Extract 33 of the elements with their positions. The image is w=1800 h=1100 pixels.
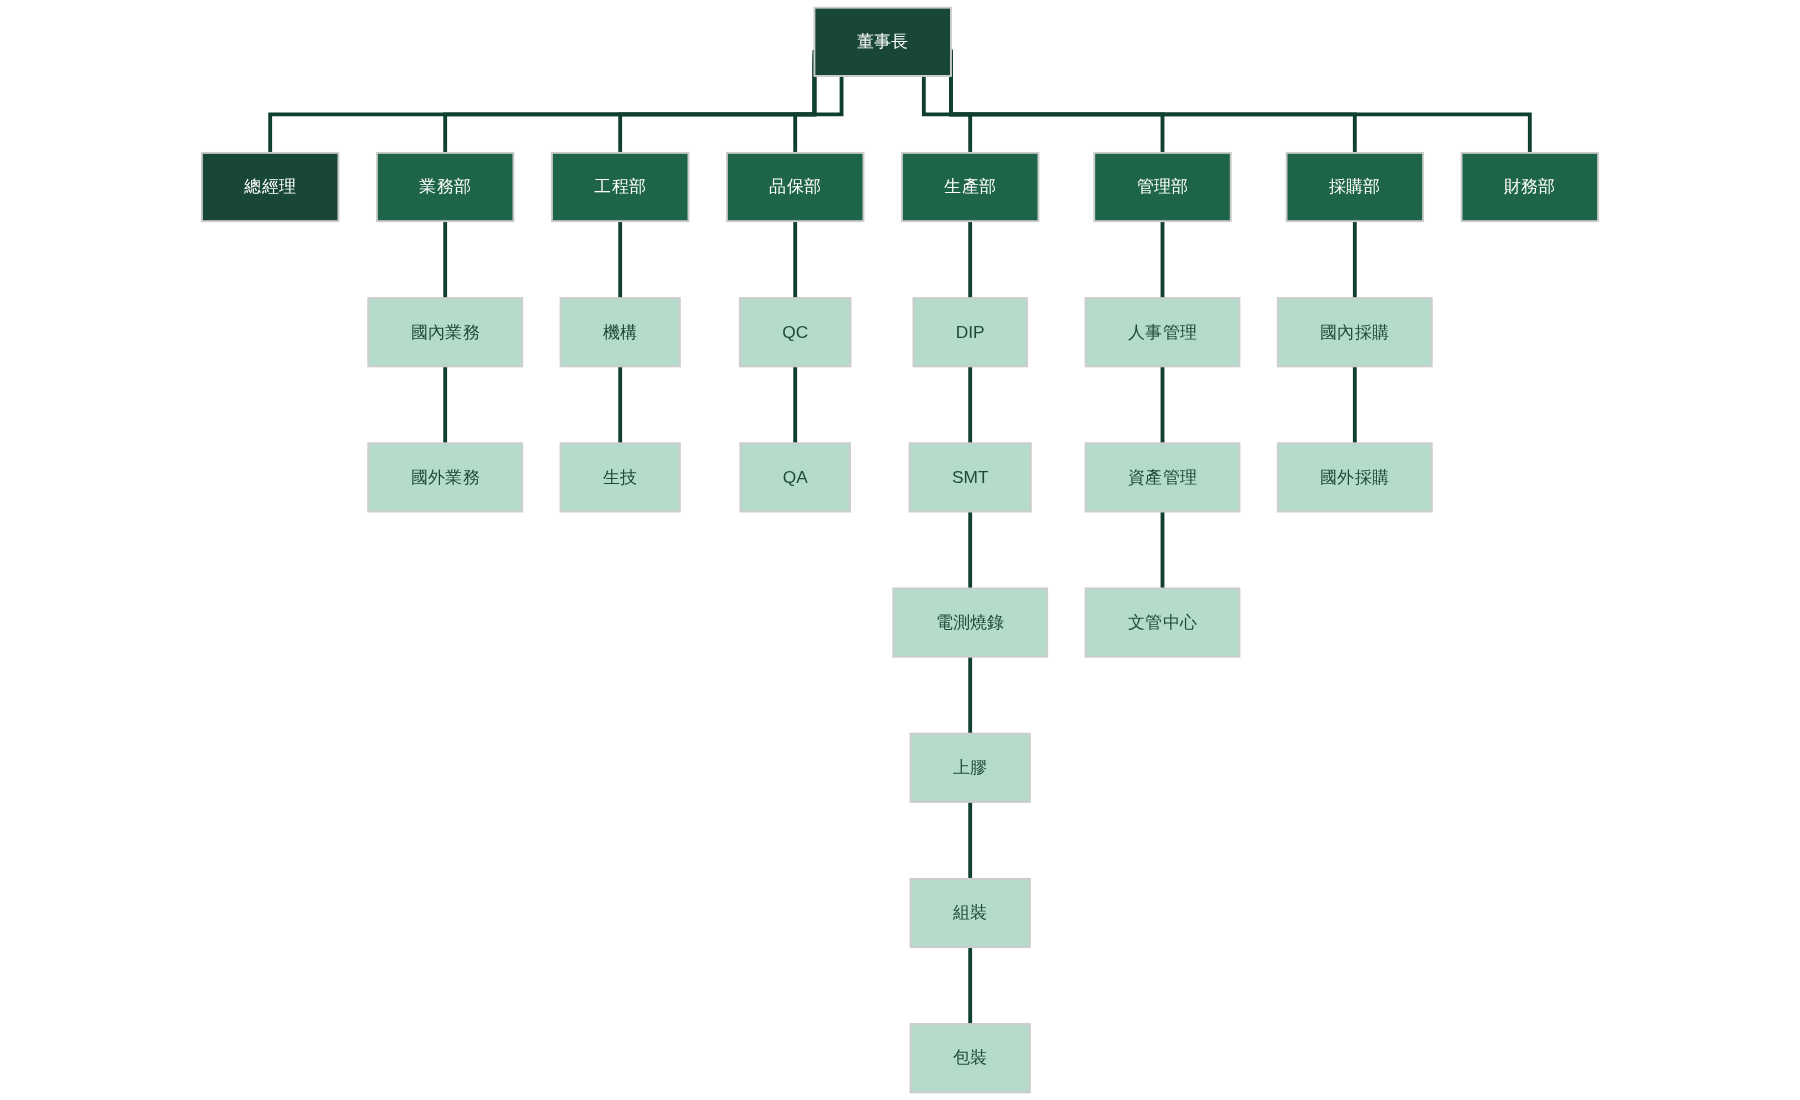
node-box: 管理部	[1093, 151, 1232, 223]
node-box: 文管中心	[1084, 587, 1241, 658]
node-box: 董事長	[813, 6, 952, 77]
node-box: 機構	[559, 297, 681, 368]
node-box: 上膠	[909, 732, 1031, 803]
connector	[618, 221, 623, 300]
connector	[443, 221, 448, 300]
node-box: 工程部	[550, 151, 690, 223]
node-box: 組裝	[909, 877, 1031, 949]
node-box: 生產部	[900, 151, 1040, 223]
node-box: 採購部	[1285, 151, 1425, 223]
node-box: QA	[739, 442, 851, 513]
connector	[793, 221, 798, 300]
node-box: 業務部	[375, 151, 515, 223]
node-box: 生技	[559, 442, 681, 513]
node-box: 電測燒錄	[892, 587, 1049, 658]
connector	[968, 221, 973, 300]
node-box: SMT	[908, 442, 1032, 513]
node-box: QC	[738, 297, 852, 368]
node-box: 國外採購	[1276, 442, 1433, 513]
node-box: 國內採購	[1276, 297, 1433, 368]
node-box: 總經理	[200, 151, 340, 223]
node-box: 包裝	[909, 1023, 1031, 1094]
connector	[1352, 221, 1357, 300]
node-box: 國外業務	[367, 442, 524, 513]
node-box: DIP	[912, 297, 1028, 368]
node-box: 財務部	[1460, 151, 1600, 223]
node-box: 品保部	[725, 151, 865, 223]
node-box: 資產管理	[1084, 442, 1241, 513]
node-box: 人事管理	[1084, 297, 1241, 368]
connector	[1160, 221, 1165, 300]
connector	[968, 947, 973, 1026]
node-box: 國內業務	[367, 297, 524, 368]
